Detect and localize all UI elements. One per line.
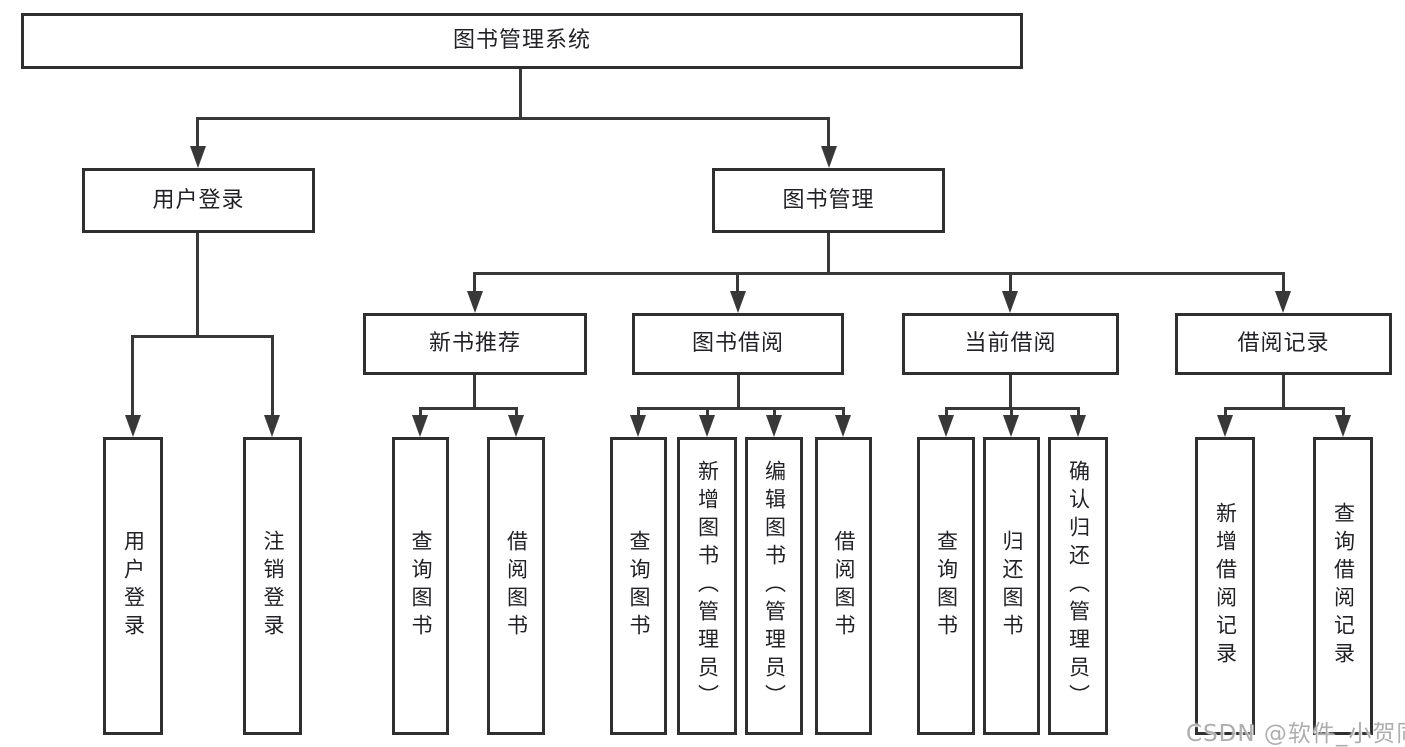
connector-line <box>637 407 640 417</box>
node-book-borrow: 图书借阅 <box>632 313 844 375</box>
leaf-borrow-edit-books-admin-label: 编辑图书（管理员） <box>762 460 787 712</box>
leaf-borrow-add-books-admin: 新增图书（管理员） <box>677 437 737 735</box>
leaf-current-return-books: 归还图书 <box>983 437 1040 735</box>
node-new-book-recommend: 新书推荐 <box>363 313 587 375</box>
leaf-current-query-books: 查询图书 <box>917 437 975 735</box>
connector-line <box>945 407 948 417</box>
connector-line <box>736 272 739 292</box>
leaf-newbook-query-books: 查询图书 <box>392 437 449 735</box>
leaf-borrow-edit-books-admin: 编辑图书（管理员） <box>745 437 803 735</box>
connector-line <box>706 407 709 417</box>
leaf-user-login: 用户登录 <box>103 437 163 735</box>
connector-line <box>473 375 476 407</box>
node-book-borrow-label: 图书借阅 <box>691 331 784 356</box>
arrow-down-icon <box>412 415 428 437</box>
leaf-borrow-borrow-books-label: 借阅图书 <box>832 530 856 642</box>
connector-line <box>519 69 522 117</box>
node-root-label: 图书管理系统 <box>452 28 591 53</box>
arrow-down-icon <box>1275 291 1291 313</box>
leaf-current-confirm-return-admin-label: 确认归还（管理员） <box>1066 460 1091 712</box>
connector-line <box>196 233 199 335</box>
node-user-login: 用户登录 <box>82 168 315 233</box>
connector-line <box>1010 407 1013 417</box>
leaf-current-confirm-return-admin: 确认归还（管理员） <box>1048 437 1108 735</box>
leaf-newbook-borrow-books-label: 借阅图书 <box>504 530 529 642</box>
arrow-down-icon <box>730 291 746 313</box>
node-current-borrow-label: 当前借阅 <box>964 331 1057 356</box>
node-borrow-record: 借阅记录 <box>1175 313 1392 375</box>
leaf-user-login-label: 用户登录 <box>121 530 146 642</box>
arrow-down-icon <box>630 415 646 437</box>
arrow-down-icon <box>190 146 206 168</box>
leaf-borrow-borrow-books: 借阅图书 <box>815 437 872 735</box>
leaf-record-query-borrow-record: 查询借阅记录 <box>1313 437 1373 735</box>
connector-line <box>419 407 422 417</box>
arrow-down-icon <box>1003 415 1019 437</box>
node-book-management-label: 图书管理 <box>782 187 875 213</box>
arrow-down-icon <box>766 415 782 437</box>
connector-line <box>773 407 776 417</box>
connector-line <box>1077 407 1080 417</box>
node-new-book-recommend-label: 新书推荐 <box>428 331 521 356</box>
leaf-logout-login-label: 注销登录 <box>261 530 285 642</box>
connector-line <box>515 407 518 417</box>
node-borrow-record-label: 借阅记录 <box>1237 331 1330 356</box>
arrow-down-icon <box>264 415 280 437</box>
connector-line <box>473 272 476 292</box>
connector-line <box>1009 375 1012 407</box>
arrow-down-icon <box>1070 415 1086 437</box>
connector-line <box>827 233 830 272</box>
connector-line <box>827 117 830 148</box>
connector-line <box>637 407 845 410</box>
leaf-record-add-borrow-record: 新增借阅记录 <box>1195 437 1255 735</box>
arrow-down-icon <box>699 415 715 437</box>
connector-line <box>196 117 199 148</box>
connector-line <box>1342 407 1345 417</box>
connector-line <box>1282 272 1285 292</box>
leaf-newbook-query-books-label: 查询图书 <box>409 530 433 642</box>
node-book-management: 图书管理 <box>712 168 945 233</box>
arrow-down-icon <box>938 415 954 437</box>
arrow-down-icon <box>1217 415 1233 437</box>
arrow-down-icon <box>1002 291 1018 313</box>
leaf-current-query-books-label: 查询图书 <box>934 530 959 642</box>
connector-line <box>419 407 518 410</box>
leaf-logout-login: 注销登录 <box>243 437 302 735</box>
connector-line <box>842 407 845 417</box>
arrow-down-icon <box>125 415 141 437</box>
connector-line <box>473 272 1284 275</box>
watermark: CSDN @软件_小贺同学 <box>1186 721 1405 747</box>
leaf-newbook-borrow-books: 借阅图书 <box>487 437 545 735</box>
leaf-record-query-borrow-record-label: 查询借阅记录 <box>1331 502 1356 670</box>
arrow-down-icon <box>508 415 524 437</box>
arrow-down-icon <box>1335 415 1351 437</box>
leaf-record-add-borrow-record-label: 新增借阅记录 <box>1213 502 1238 670</box>
leaf-borrow-query-books-label: 查询图书 <box>627 530 651 642</box>
connector-line <box>1224 407 1345 410</box>
arrow-down-icon <box>467 291 483 313</box>
connector-line <box>196 117 830 120</box>
connector-line <box>131 335 134 417</box>
arrow-down-icon <box>835 415 851 437</box>
leaf-borrow-query-books: 查询图书 <box>610 437 667 735</box>
connector-line <box>131 335 273 338</box>
connector-line <box>1282 375 1285 407</box>
leaf-borrow-add-books-admin-label: 新增图书（管理员） <box>695 460 720 712</box>
node-current-borrow: 当前借阅 <box>902 313 1119 375</box>
connector-line <box>271 335 274 417</box>
connector-line <box>1224 407 1227 417</box>
node-user-login-label: 用户登录 <box>152 187 245 213</box>
connector-line <box>737 375 740 407</box>
node-root: 图书管理系统 <box>21 13 1023 69</box>
leaf-current-return-books-label: 归还图书 <box>1000 530 1024 642</box>
connector-line <box>1009 272 1012 292</box>
arrow-down-icon <box>821 146 837 168</box>
